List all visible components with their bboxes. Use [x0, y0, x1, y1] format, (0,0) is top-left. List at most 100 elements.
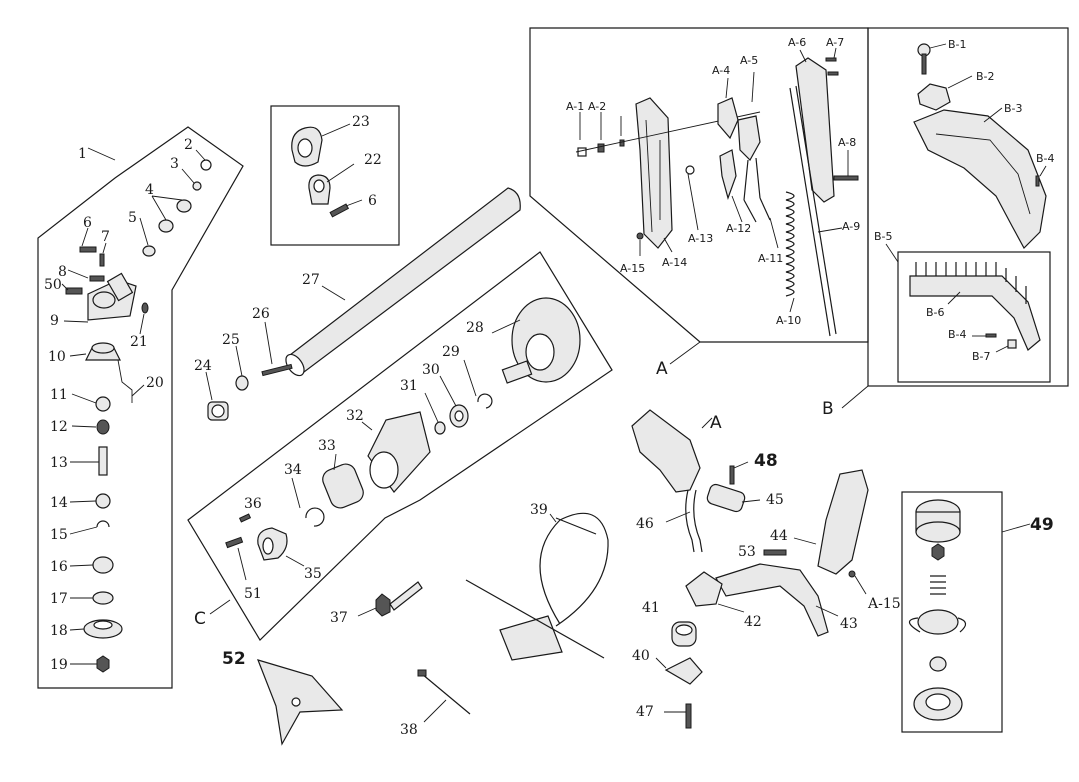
label-43: 43	[840, 616, 858, 632]
label-42-leader	[717, 603, 745, 613]
label-15: 15	[50, 527, 68, 543]
part-37-group: 37	[330, 581, 423, 626]
part-39-strap-buckle	[555, 517, 597, 535]
part-38-tie-head	[417, 669, 427, 677]
label-53: 53	[738, 544, 756, 560]
part-39-strap-line	[465, 579, 605, 659]
label-b4b: B-4	[948, 328, 967, 341]
part-a13-spring	[685, 165, 695, 175]
label-37-leader	[357, 607, 377, 617]
part-2-circlip	[200, 159, 212, 171]
part-46-cable-b	[693, 489, 703, 553]
label-27: 27	[302, 272, 320, 288]
label-b6-leader	[947, 291, 961, 305]
part-18-cup-hole	[93, 620, 113, 630]
label-b2-leader	[947, 75, 973, 89]
label-49: 49	[1030, 515, 1054, 535]
part-9-case-neck	[106, 272, 134, 302]
label-12: 12	[50, 419, 68, 435]
label-38-leader	[423, 699, 447, 723]
part-b4b-screw	[985, 333, 997, 338]
label-b1: B-1	[948, 38, 967, 51]
part-29-circlip	[477, 393, 493, 409]
label-c-leader	[209, 599, 231, 615]
part-4-bearing-b	[158, 219, 174, 233]
part-b2-clamp	[917, 83, 951, 111]
label-23: 23	[352, 114, 370, 130]
part-33-coupling	[322, 463, 364, 509]
trimmer-head-group: 49	[901, 491, 1054, 733]
label-a4: A-4	[712, 64, 730, 77]
part-a15-screw-a	[636, 232, 644, 240]
label-a12-leader	[731, 195, 743, 223]
label-a5: A-5	[740, 54, 758, 67]
part-46-cable-a	[685, 489, 695, 553]
label-b7-leader	[995, 345, 1009, 353]
gear-head-group: 1 2 3 4 5 6 7 8 50 9 10 21 20 11 12 13 1…	[37, 126, 244, 689]
clamp-leaders	[321, 123, 363, 207]
part-a14-ribs	[645, 119, 661, 233]
part-17-washer	[92, 591, 114, 605]
part-20-wire	[117, 359, 133, 403]
part-a11-wires	[743, 157, 771, 223]
label-50: 50	[44, 277, 62, 293]
label-39-leader	[549, 513, 557, 523]
part-34-circlip	[305, 507, 325, 527]
section-c-label: C	[194, 609, 206, 629]
label-25: 25	[222, 332, 240, 348]
part-a1-a2-leaders	[579, 112, 622, 140]
section-b5-box	[897, 251, 1051, 383]
label-32: 32	[346, 408, 364, 424]
label-a7: A-7	[826, 36, 844, 49]
part-b3-guard-rib	[935, 133, 1031, 215]
part-49-eyelet	[929, 656, 947, 672]
label-a1: A-1	[566, 100, 584, 113]
label-7: 7	[101, 229, 110, 245]
part-47-bolt	[685, 703, 692, 729]
label-22: 22	[364, 152, 382, 168]
part-11-bearing	[95, 396, 111, 412]
part-b6-teeth	[915, 262, 1027, 304]
part-49-housing-inner	[925, 693, 951, 711]
part-43-handlebar	[715, 563, 829, 637]
label-32-leader	[361, 421, 373, 431]
label-a6-leader	[799, 49, 807, 63]
part-23-hole	[297, 138, 313, 158]
part-31-washer	[434, 421, 446, 435]
label-17: 17	[50, 591, 68, 607]
part-13-shaft	[98, 446, 108, 476]
label-a6: A-6	[788, 36, 806, 49]
label-a10-leader	[789, 297, 795, 313]
part-5-gear	[142, 245, 156, 257]
section-a-leader	[669, 341, 701, 365]
handle-assembly-group: A 46 45 48 53 43 44 A-15 42 41 40 47	[631, 409, 901, 729]
label-52: 52	[222, 649, 246, 669]
label-34-leader	[291, 477, 301, 509]
label-29: 29	[442, 344, 460, 360]
part-49-nut	[931, 543, 945, 561]
part-27-shaft-tube	[289, 187, 521, 376]
label-b1-leader	[929, 43, 947, 49]
label-b4-leader	[1039, 165, 1047, 177]
label-a11: A-11	[758, 252, 783, 265]
part-24-hole	[211, 404, 225, 418]
part-44-grip	[817, 469, 869, 575]
part-49-cap-bottom	[915, 521, 961, 543]
label-3: 3	[170, 156, 179, 172]
label-26-leader	[264, 321, 273, 365]
label-35: 35	[304, 566, 322, 582]
part-38-group: 38	[400, 669, 471, 738]
label-38: 38	[400, 722, 418, 738]
label-31: 31	[400, 378, 418, 394]
part-15-circlip	[96, 520, 110, 528]
part-14-bearing	[95, 493, 111, 509]
label-a12: A-12	[726, 222, 751, 235]
part-b1-bolt-shank	[921, 53, 927, 75]
part-4-leader	[151, 195, 183, 221]
label-a13: A-13	[688, 232, 713, 245]
part-4-bearing-a	[176, 199, 192, 213]
label-39: 39	[530, 502, 548, 518]
label-b3: B-3	[1004, 102, 1023, 115]
label-41: 41	[642, 600, 660, 616]
